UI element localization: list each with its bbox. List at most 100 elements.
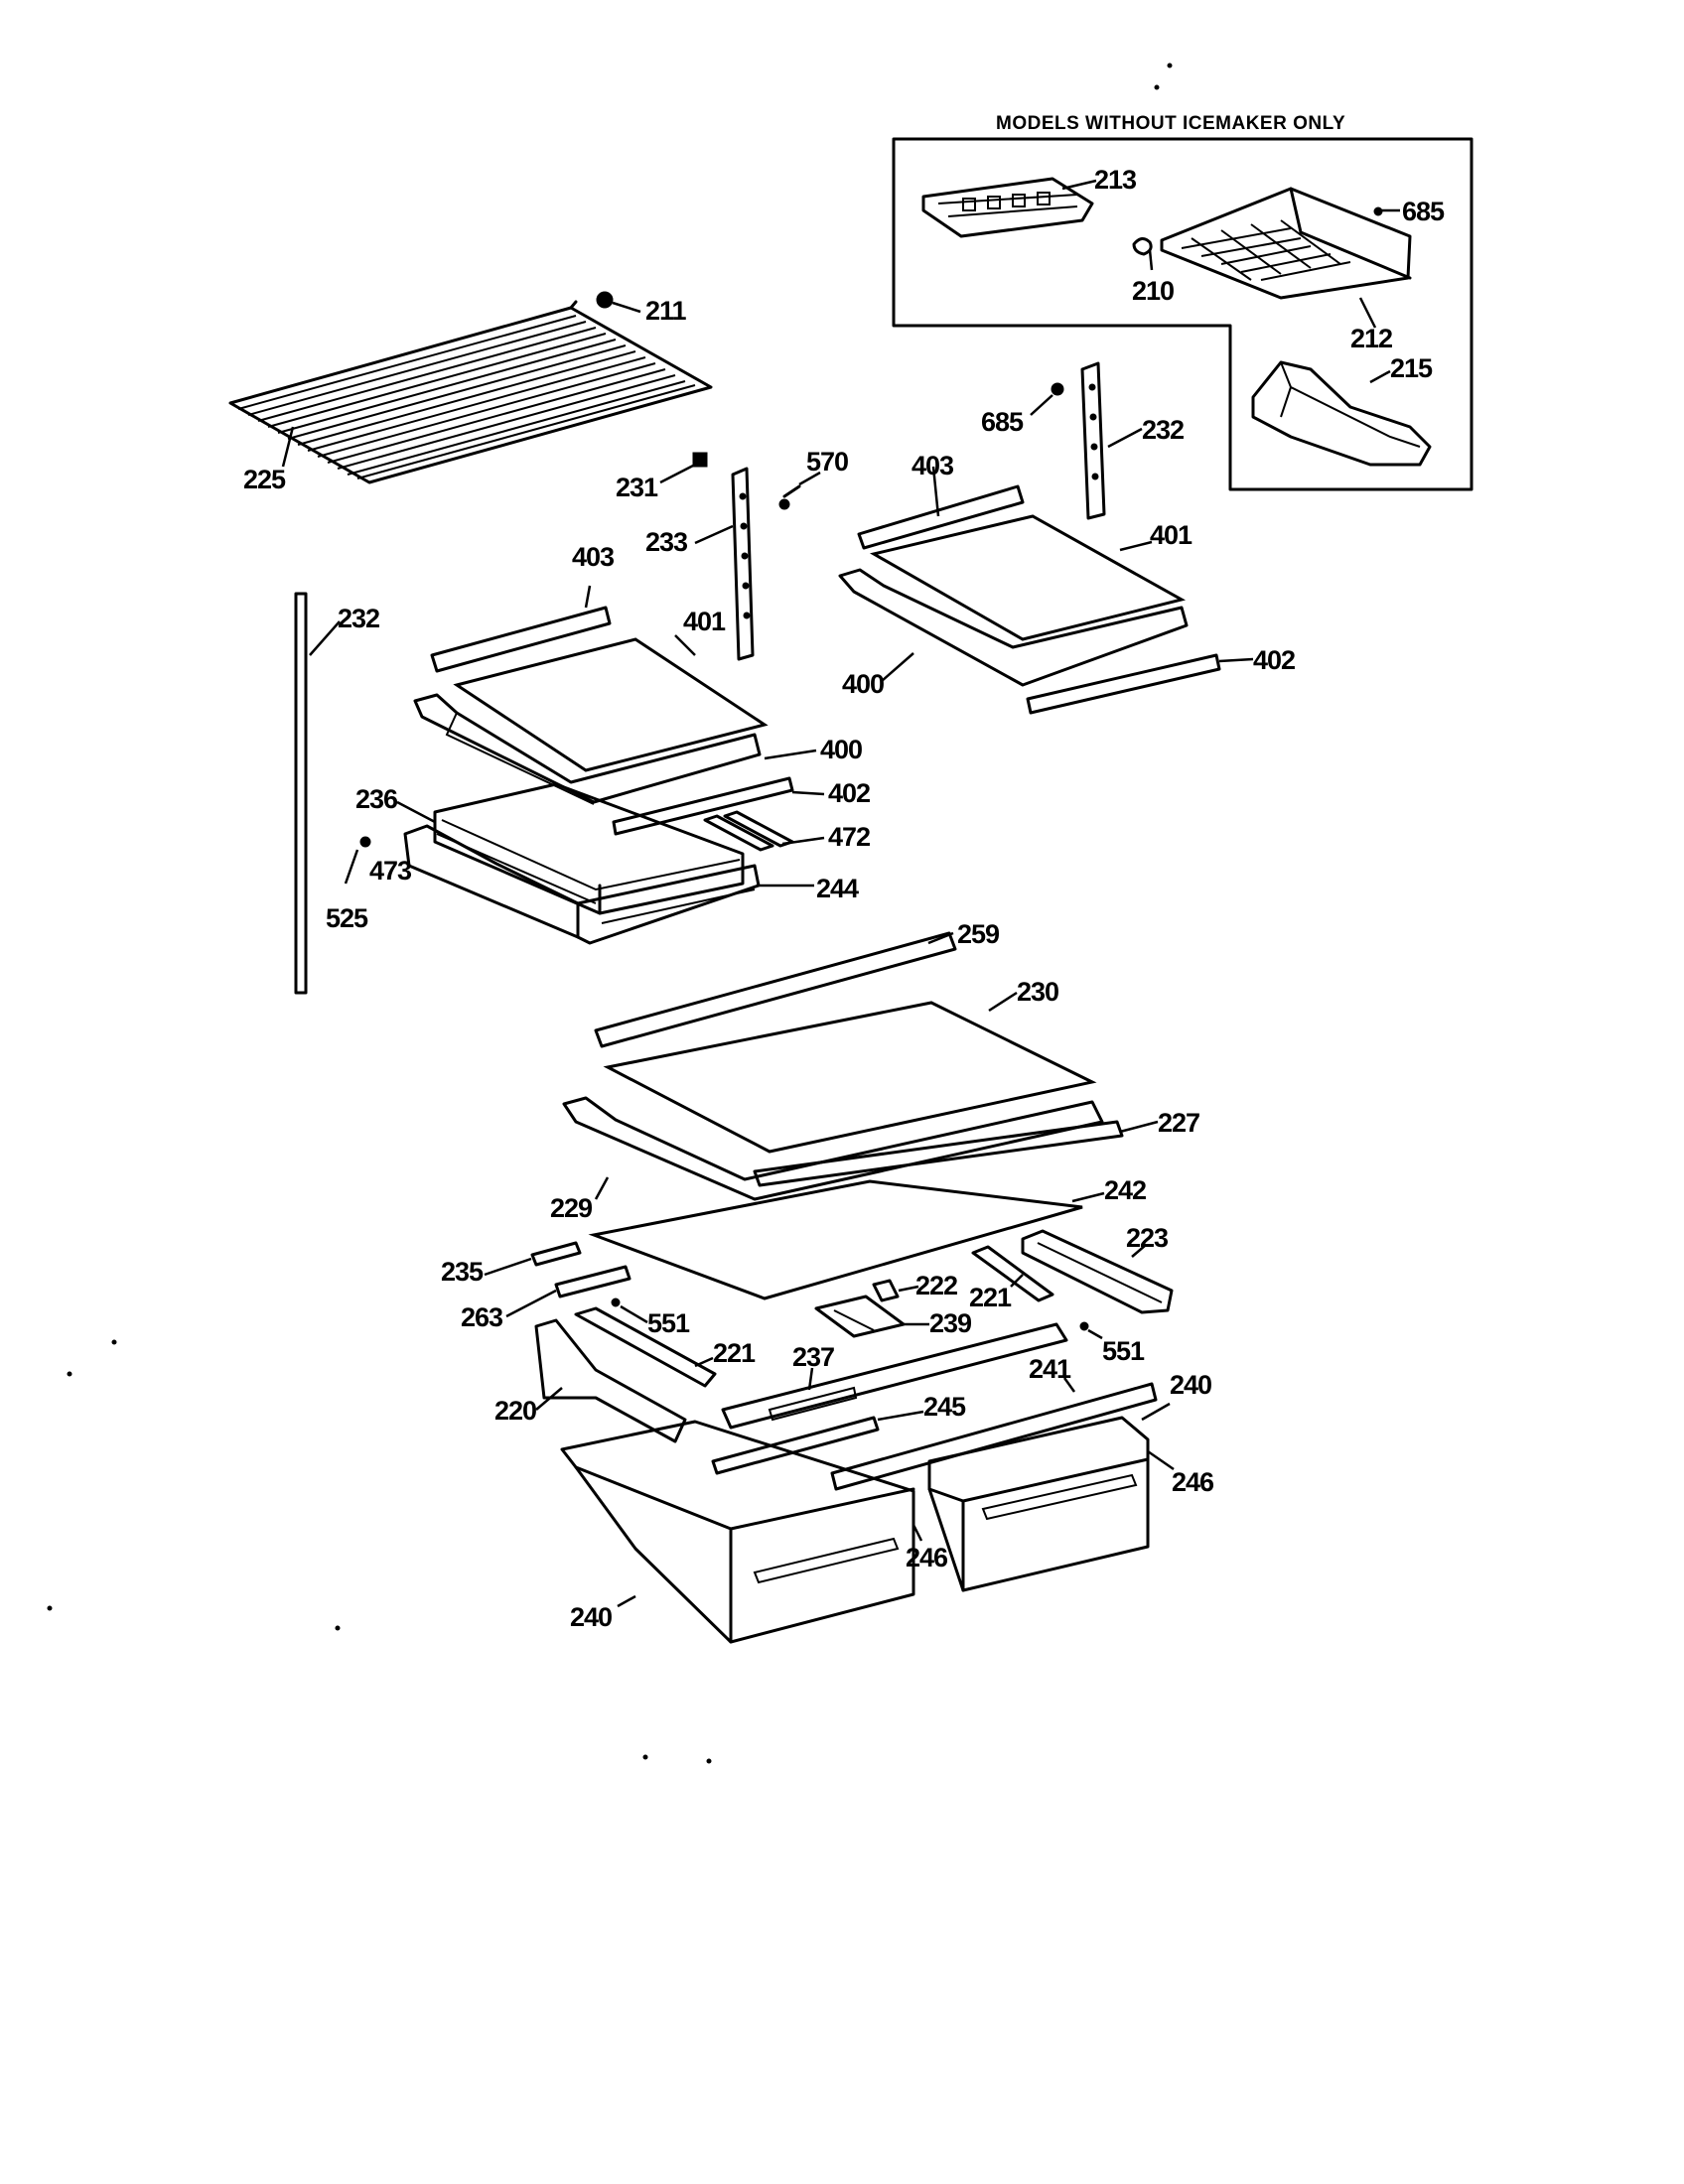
label-403-right: 403	[912, 451, 954, 480]
label-551-right: 551	[1102, 1336, 1145, 1366]
label-245: 245	[923, 1392, 966, 1422]
frame-229	[562, 1096, 1104, 1201]
trim-245	[711, 1416, 880, 1475]
label-246-left: 246	[906, 1543, 948, 1572]
drawer-244	[403, 824, 761, 945]
frame-400-right	[838, 568, 1189, 687]
label-246-right: 246	[1172, 1467, 1214, 1497]
label-213: 213	[1094, 165, 1137, 195]
rail-221-right	[971, 1245, 1054, 1302]
speck	[1167, 63, 1173, 68]
glass-401-right	[869, 514, 1187, 641]
glass-401-left	[453, 637, 769, 772]
label-211: 211	[645, 296, 687, 326]
crisper-drawer-240-right	[927, 1416, 1150, 1592]
label-240-right: 240	[1170, 1370, 1211, 1400]
label-472: 472	[828, 822, 870, 852]
wire-shelf-225	[228, 300, 713, 484]
shelf-trim-403-right	[857, 484, 1025, 550]
speck	[67, 1371, 72, 1377]
cover-237	[721, 1322, 1068, 1430]
label-232-left: 232	[338, 604, 379, 633]
label-210: 210	[1132, 276, 1174, 306]
label-241: 241	[1029, 1354, 1071, 1384]
label-221-left: 221	[713, 1338, 756, 1368]
label-220: 220	[494, 1396, 536, 1426]
speck	[1154, 84, 1160, 90]
trim-402-right	[1026, 653, 1221, 715]
screw-551-left	[611, 1297, 621, 1307]
rail-232-left	[294, 592, 308, 995]
label-244: 244	[816, 874, 859, 903]
label-402-left: 402	[828, 778, 870, 808]
shelf-trim-403-left	[430, 606, 612, 673]
label-401-right: 401	[1150, 520, 1193, 550]
clip-263	[554, 1265, 632, 1298]
drawer-frame-236	[433, 782, 745, 915]
rail-233	[731, 467, 755, 661]
inset-border	[892, 137, 1474, 491]
label-263: 263	[461, 1302, 503, 1332]
label-551-left: 551	[647, 1308, 690, 1338]
glass-242	[588, 1179, 1083, 1300]
label-402-right: 402	[1253, 645, 1295, 675]
bracket-239	[814, 1295, 906, 1338]
label-240-left: 240	[570, 1602, 612, 1632]
label-232-right: 232	[1142, 415, 1184, 445]
crisper-drawer-240-left	[560, 1420, 915, 1644]
label-685-rail: 685	[981, 407, 1024, 437]
label-259: 259	[957, 919, 1000, 949]
handle-241	[830, 1382, 1158, 1491]
speck	[47, 1605, 53, 1611]
label-233: 233	[645, 527, 688, 557]
bracket-222	[872, 1279, 900, 1302]
support-220	[534, 1318, 687, 1443]
rail-221-left	[574, 1306, 717, 1388]
trim-227	[753, 1120, 1124, 1187]
frame-400-left	[413, 693, 762, 805]
clip-210	[1132, 237, 1153, 256]
screw-570	[778, 484, 801, 510]
label-231: 231	[616, 473, 658, 502]
label-225: 225	[243, 465, 286, 494]
label-235: 235	[441, 1257, 484, 1287]
screw-685	[1051, 382, 1064, 396]
label-401-left: 401	[683, 607, 726, 636]
label-229: 229	[550, 1193, 593, 1223]
label-242: 242	[1104, 1175, 1146, 1205]
label-236: 236	[355, 784, 398, 814]
label-570: 570	[806, 447, 848, 477]
label-221-right: 221	[969, 1283, 1012, 1312]
ice-bucket-212	[1160, 187, 1412, 300]
label-230: 230	[1017, 977, 1058, 1007]
label-215: 215	[1390, 353, 1433, 383]
label-400-left: 400	[820, 735, 862, 764]
label-227: 227	[1158, 1108, 1199, 1138]
label-223: 223	[1126, 1223, 1169, 1253]
speck	[111, 1339, 117, 1345]
screw-551-right	[1079, 1321, 1089, 1331]
ice-bin-215	[1251, 360, 1432, 467]
label-403-left: 403	[572, 542, 615, 572]
label-212: 212	[1350, 324, 1392, 353]
bumper-211	[596, 291, 614, 309]
glass-230	[603, 1001, 1097, 1154]
rail-232-right	[1080, 361, 1106, 520]
speck	[706, 1758, 712, 1764]
trim-259	[594, 931, 957, 1048]
speck	[642, 1754, 648, 1760]
inset-title: MODELS WITHOUT ICEMAKER ONLY	[996, 113, 1345, 134]
label-239: 239	[929, 1308, 972, 1338]
support-223	[1021, 1229, 1174, 1314]
label-222: 222	[915, 1271, 957, 1300]
part-231	[692, 452, 708, 468]
label-473: 473	[369, 856, 412, 886]
label-525: 525	[326, 903, 368, 933]
clip-235	[530, 1241, 582, 1267]
trim-402-left	[612, 776, 794, 836]
label-237: 237	[792, 1342, 834, 1372]
label-685-inset: 685	[1402, 197, 1445, 226]
ice-tray-213	[921, 177, 1094, 238]
